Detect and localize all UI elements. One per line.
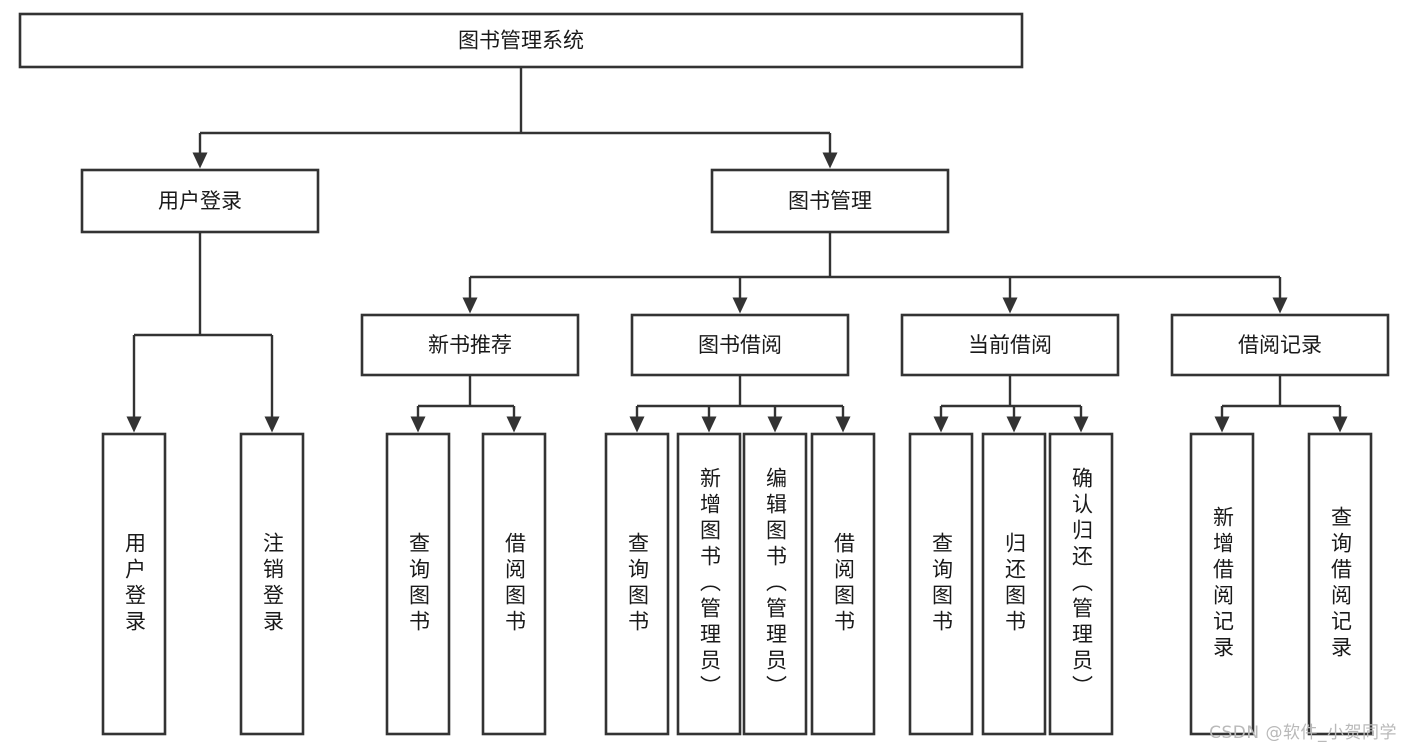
- node-leaf-borrow-book-2[interactable]: [810, 432, 876, 736]
- node-label-book-management: 图书管理: [788, 189, 872, 213]
- node-leaf-user-login[interactable]: [101, 432, 167, 736]
- node-leaf-confirm-return[interactable]: [1048, 432, 1114, 736]
- node-leaf-query-record[interactable]: [1307, 432, 1373, 736]
- edge-layer: [126, 67, 1348, 433]
- node-label-user-login: 用户登录: [158, 189, 242, 213]
- node-label-current-borrow: 当前借阅: [968, 333, 1052, 357]
- node-leaf-query-book-3[interactable]: [908, 432, 974, 736]
- node-new-book-recommend[interactable]: [360, 313, 580, 377]
- node-label-book-borrow: 图书借阅: [698, 333, 782, 357]
- node-user-login[interactable]: [80, 168, 320, 234]
- node-label-root: 图书管理系统: [458, 29, 584, 53]
- node-current-borrow[interactable]: [900, 313, 1120, 377]
- node-borrow-records[interactable]: [1170, 313, 1390, 377]
- node-leaf-add-record[interactable]: [1189, 432, 1255, 736]
- node-leaf-user-logout[interactable]: [239, 432, 305, 736]
- watermark: CSDN @软件_小贺同学: [1209, 723, 1397, 743]
- node-book-management[interactable]: [710, 168, 950, 234]
- node-layer: [18, 12, 1390, 736]
- node-leaf-query-book-2[interactable]: [604, 432, 670, 736]
- node-root[interactable]: [18, 12, 1024, 69]
- node-label-borrow-records: 借阅记录: [1238, 333, 1322, 357]
- node-leaf-borrow-book-1[interactable]: [481, 432, 547, 736]
- node-leaf-add-book[interactable]: [676, 432, 742, 736]
- node-leaf-query-book-1[interactable]: [385, 432, 451, 736]
- node-leaf-edit-book[interactable]: [742, 432, 808, 736]
- node-label-new-book-recommend: 新书推荐: [428, 333, 512, 357]
- node-leaf-return-book[interactable]: [981, 432, 1047, 736]
- node-book-borrow[interactable]: [630, 313, 850, 377]
